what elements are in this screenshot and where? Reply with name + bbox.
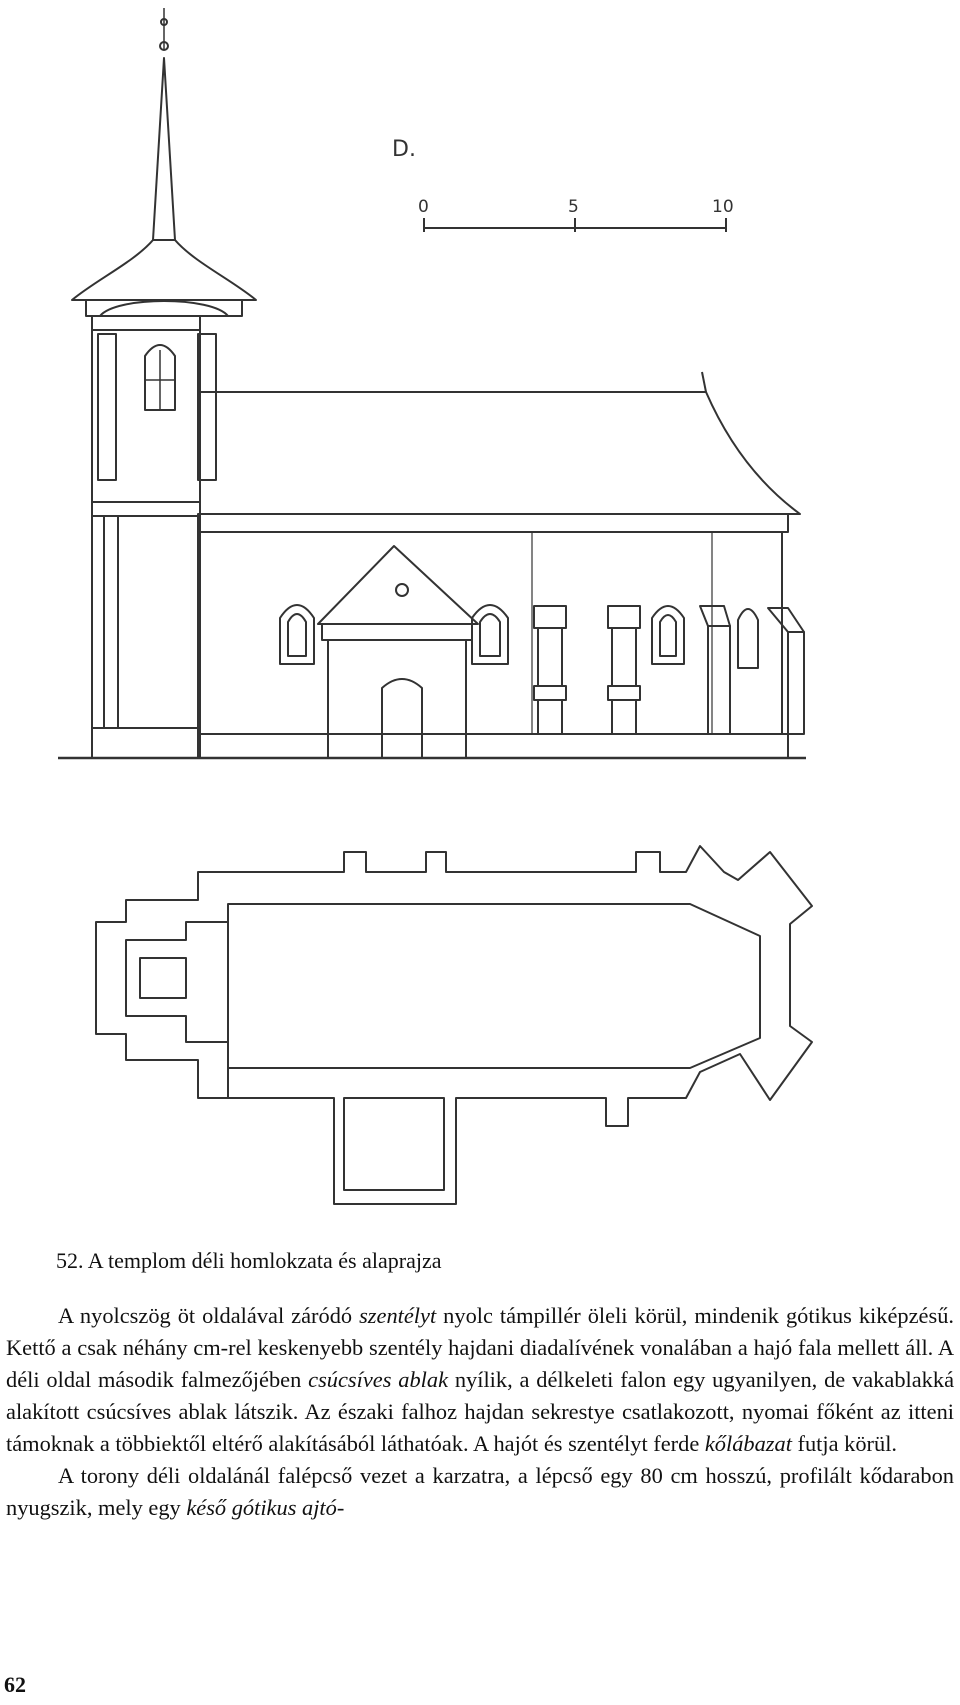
text-run: nyílik, a délkeleti falon egy ugyanilyen… [6, 1367, 955, 1456]
scale-tick-10: 10 [712, 197, 734, 217]
scale-tick-0: 0 [418, 197, 429, 217]
page-number: 62 [4, 1672, 26, 1697]
floor-plan [95, 845, 813, 1205]
text-run: nyolc támpillér öleli kö­rül, mindenik g… [6, 1303, 954, 1392]
body-text: A nyolcszög öt oldalával záródó szentély… [6, 1300, 954, 1524]
text-run-italic: kőlábazat [704, 1431, 792, 1456]
text-run: A torony déli oldalánál falépcső vezet a… [6, 1463, 954, 1520]
paragraph-2: A torony déli oldalánál falépcső vezet a… [6, 1460, 954, 1524]
text-run: futja körül. [791, 1431, 898, 1456]
scale-tick-5: 5 [568, 197, 579, 217]
text-run-italic: késő gótikus ajtó- [186, 1495, 345, 1520]
paragraph-1: A nyolcszög öt oldalával záródó szentély… [6, 1300, 954, 1460]
figure-caption: 52. A templom déli homlokzata és alapraj… [56, 1248, 442, 1273]
text-run-italic: csúcsíves ablak [308, 1367, 449, 1392]
scale-bar: 0 5 10 [418, 197, 734, 232]
direction-label: D. [392, 137, 416, 162]
church-drawing: D. 0 5 10 [58, 8, 813, 1205]
text-run: A nyolcszög öt oldalával záródó [58, 1303, 360, 1328]
south-facade-elevation [58, 8, 806, 760]
text-run-italic: szentélyt [359, 1303, 437, 1328]
